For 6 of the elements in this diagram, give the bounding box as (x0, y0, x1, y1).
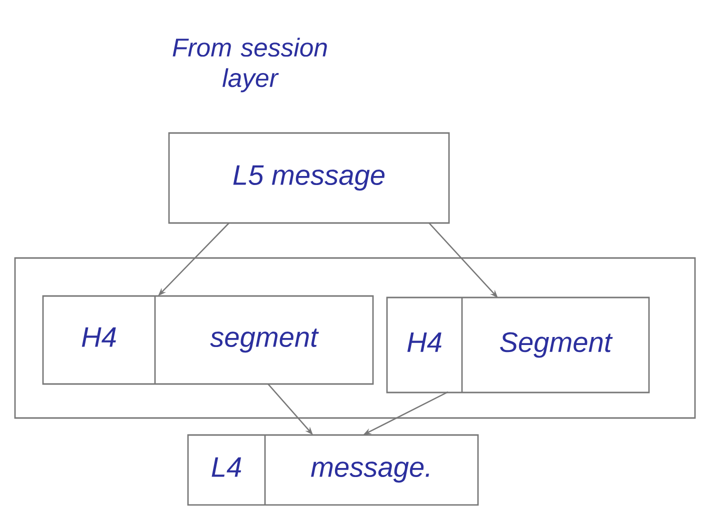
group-frame (14, 257, 696, 419)
source-note: From session layer (172, 38, 327, 92)
split-box: H4 segment (42, 295, 374, 385)
split-box: L4 message. (187, 434, 479, 506)
message-box: L5 message (168, 132, 450, 224)
split-box: H4 Segment (386, 296, 650, 394)
